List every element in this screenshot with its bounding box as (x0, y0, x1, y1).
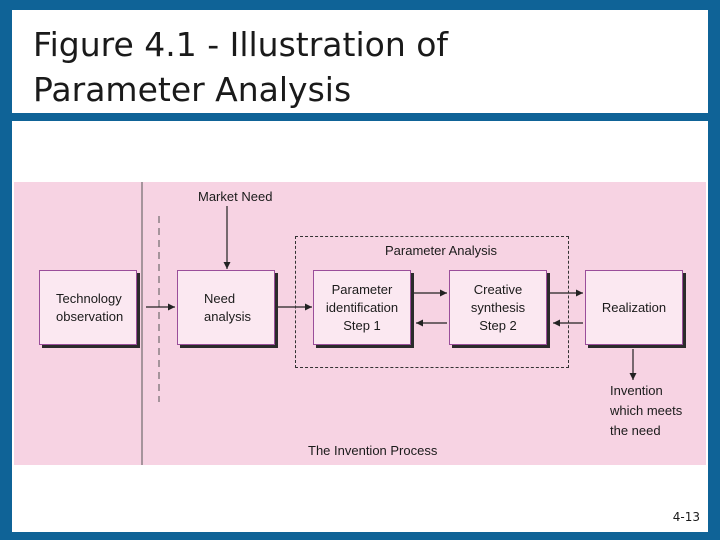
realization-box: Realization (585, 270, 683, 345)
parameter-identification-box: Parameter identification Step 1 (313, 270, 411, 345)
invention-process-figure: Market Need Parameter Analysis Technolog… (14, 182, 706, 465)
need-analysis-box: Need analysis (177, 270, 275, 345)
invention-line-1: Invention (610, 383, 663, 398)
technology-observation-box: Technology observation (39, 270, 137, 345)
slide-title-line-1: Figure 4.1 - Illustration of (33, 25, 449, 64)
realization-line-1: Realization (601, 299, 667, 315)
parameter-analysis-group (295, 236, 569, 368)
need-analysis-line-2: analysis (204, 308, 251, 324)
title-bar: Figure 4.1 - Illustration of Parameter A… (12, 10, 708, 113)
market-need-label: Market Need (198, 189, 273, 204)
creative-synthesis-box: Creative synthesis Step 2 (449, 270, 547, 345)
slide: Figure 4.1 - Illustration of Parameter A… (12, 10, 708, 532)
creative-synthesis-line-1: Creative (473, 281, 523, 297)
need-analysis-line-1: Need (204, 290, 236, 306)
invention-line-2: which meets (610, 403, 683, 418)
parameter-identification-line-1: Parameter (331, 281, 393, 297)
creative-synthesis-line-3: Step 2 (479, 317, 517, 333)
invention-process-label: The Invention Process (308, 443, 438, 458)
page-number: 4-13 (672, 510, 700, 524)
creative-synthesis-line-2: synthesis (470, 299, 526, 315)
invention-line-3: the need (610, 423, 661, 438)
parameter-analysis-label: Parameter Analysis (385, 243, 497, 258)
parameter-identification-line-3: Step 1 (343, 317, 381, 333)
technology-observation-line-2: observation (56, 308, 124, 324)
title-divider (12, 113, 708, 121)
diagram-connectors (141, 182, 637, 465)
technology-observation-line-1: Technology (56, 290, 122, 306)
slide-title-line-2: Parameter Analysis (33, 70, 352, 109)
parameter-identification-line-2: identification (325, 299, 399, 315)
